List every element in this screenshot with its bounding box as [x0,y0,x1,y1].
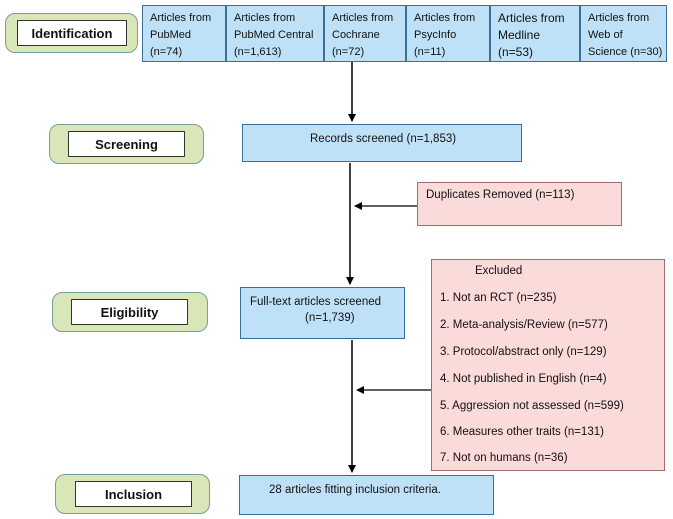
included-text: 28 articles fitting inclusion criteria. [269,484,441,496]
inclusion-stage: Inclusion [55,474,210,514]
excluded-item: 4. Not published in English (n=4) [440,373,607,385]
excluded-box: Excluded 1. Not an RCT (n=235) 2. Meta-a… [431,259,665,471]
excluded-title: Excluded [475,265,523,277]
source-line: Articles from [332,12,394,24]
fulltext-screened-box: Full-text articles screened (n=1,739) [240,287,405,339]
fulltext-screened-text: Full-text articles screened [250,296,382,308]
excluded-item: 1. Not an RCT (n=235) [440,292,557,304]
screening-stage: Screening [49,124,204,164]
source-count: (n=53) [498,45,534,59]
source-box-medline: Articles from Medline (n=53) [490,5,580,62]
source-line: Web of [588,29,623,41]
source-box-psycinfo: Articles from PsycInfo (n=11) [406,5,490,62]
excluded-item: 7. Not on humans (n=36) [440,452,568,464]
excluded-item: 3. Protocol/abstract only (n=129) [440,346,607,358]
eligibility-stage: Eligibility [52,292,208,332]
excluded-item: 2. Meta-analysis/Review (n=577) [440,319,608,331]
source-line: Articles from [150,12,212,24]
source-box-pubmed: Articles from PubMed (n=74) [142,5,226,62]
screening-label: Screening [68,131,185,157]
source-count: Science (n=30) [588,46,663,58]
source-line: Articles from [414,12,476,24]
source-count: (n=11) [414,46,446,58]
fulltext-screened-count: (n=1,739) [305,312,355,324]
source-box-web-of-science: Articles from Web of Science (n=30) [580,5,667,62]
records-screened-box: Records screened (n=1,853) [242,124,522,162]
source-line: Cochrane [332,29,380,41]
excluded-item: 5. Aggression not assessed (n=599) [440,400,624,412]
source-line: Medline [498,28,541,42]
source-line: Articles from [234,12,296,24]
identification-stage: Identification [5,13,138,53]
inclusion-label: Inclusion [75,481,192,507]
eligibility-label: Eligibility [71,299,188,325]
source-line: Articles from [498,11,565,25]
source-count: (n=72) [332,46,365,58]
source-line: PubMed [150,29,191,41]
source-line: Articles from [588,12,650,24]
records-screened-text: Records screened (n=1,853) [310,133,457,145]
source-count: (n=74) [150,46,183,58]
identification-label: Identification [17,20,127,46]
source-box-pubmed-central: Articles from PubMed Central (n=1,613) [226,5,324,62]
included-box: 28 articles fitting inclusion criteria. [239,475,494,515]
excluded-item: 6. Measures other traits (n=131) [440,426,604,438]
duplicates-removed-text: Duplicates Removed (n=113) [426,189,575,201]
duplicates-removed-box: Duplicates Removed (n=113) [417,182,622,226]
source-count: (n=1,613) [234,46,282,58]
source-line: PubMed Central [234,29,314,41]
source-box-cochrane: Articles from Cochrane (n=72) [324,5,406,62]
source-line: PsycInfo [414,29,457,41]
